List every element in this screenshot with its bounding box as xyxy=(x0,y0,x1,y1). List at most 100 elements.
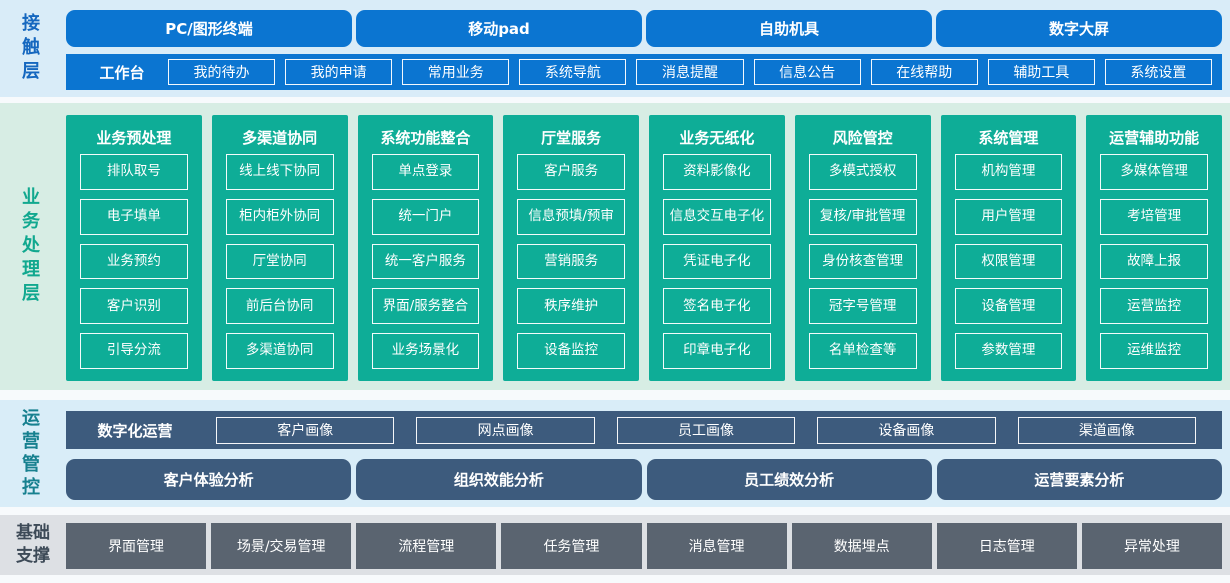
base-item-task-management[interactable]: 任务管理 xyxy=(501,523,642,569)
biz-item[interactable]: 凭证电子化 xyxy=(663,243,771,280)
column-title: 风险管控 xyxy=(832,128,893,147)
digital-ops-label: 数字化运营 xyxy=(97,421,173,440)
biz-item[interactable]: 客户识别 xyxy=(80,288,188,325)
biz-item[interactable]: 前后台协同 xyxy=(225,288,334,325)
biz-item[interactable]: 引导分流 xyxy=(80,333,188,369)
biz-item[interactable]: 排队取号 xyxy=(80,154,188,190)
base-item-process-management[interactable]: 流程管理 xyxy=(356,523,497,569)
analysis-employee-performance[interactable]: 员工绩效分析 xyxy=(646,459,932,500)
column-title: 多渠道协同 xyxy=(242,128,318,147)
column-title: 运营辅助功能 xyxy=(1109,128,1200,147)
biz-item[interactable]: 统一门户 xyxy=(371,198,480,235)
biz-item[interactable]: 设备管理 xyxy=(954,288,1063,325)
column-system-integration: 系统功能整合 单点登录 统一门户 统一客户服务 界面/服务整合 业务场景化 xyxy=(357,115,494,381)
biz-item[interactable]: 考培管理 xyxy=(1100,198,1208,235)
biz-item[interactable]: 单点登录 xyxy=(371,154,480,190)
analysis-customer-experience[interactable]: 客户体验分析 xyxy=(66,459,352,500)
biz-item[interactable]: 营销服务 xyxy=(517,243,625,280)
base-item-data-tracking[interactable]: 数据埋点 xyxy=(791,523,932,569)
terminal-self-service[interactable]: 自助机具 xyxy=(646,10,932,47)
base-item-message-management[interactable]: 消息管理 xyxy=(646,523,787,569)
biz-item[interactable]: 界面/服务整合 xyxy=(371,288,480,325)
workbench-item-aux-tools[interactable]: 辅助工具 xyxy=(987,59,1095,85)
column-ops-auxiliary: 运营辅助功能 多媒体管理 考培管理 故障上报 运营监控 运维监控 xyxy=(1086,115,1222,381)
biz-item[interactable]: 冠字号管理 xyxy=(808,288,917,325)
workbench-item-message-alert[interactable]: 消息提醒 xyxy=(636,59,744,85)
workbench-items: 我的待办 我的申请 常用业务 系统导航 消息提醒 信息公告 在线帮助 辅助工具 … xyxy=(168,59,1212,85)
workbench-bar: 工作台 我的待办 我的申请 常用业务 系统导航 消息提醒 信息公告 在线帮助 辅… xyxy=(66,54,1222,90)
biz-item[interactable]: 信息交互电子化 xyxy=(663,198,771,235)
contact-layer-label: 接触层 xyxy=(19,12,40,85)
biz-item[interactable]: 运营监控 xyxy=(1100,288,1208,325)
column-multichannel-synergy: 多渠道协同 线上线下协同 柜内柜外协同 厅堂协同 前后台协同 多渠道协同 xyxy=(211,115,348,381)
portrait-employee[interactable]: 员工画像 xyxy=(616,416,796,444)
digital-ops-items: 客户画像 网点画像 员工画像 设备画像 渠道画像 xyxy=(216,416,1197,444)
biz-item[interactable]: 多渠道协同 xyxy=(225,333,334,369)
biz-item[interactable]: 厅堂协同 xyxy=(225,243,334,280)
workbench-item-info-notice[interactable]: 信息公告 xyxy=(753,59,861,85)
biz-item[interactable]: 业务预约 xyxy=(80,243,188,280)
biz-item[interactable]: 身份核查管理 xyxy=(808,243,917,280)
ops-layer-label: 运营管控 xyxy=(19,407,40,500)
biz-item[interactable]: 秩序维护 xyxy=(517,288,625,325)
base-layer-label: 基础支撑 xyxy=(16,523,50,566)
ops-layer-band: 运营管控 数字化运营 客户画像 网点画像 员工画像 设备画像 渠道画像 客户体验… xyxy=(0,400,1230,507)
column-title: 业务预处理 xyxy=(96,128,172,147)
biz-item[interactable]: 柜内柜外协同 xyxy=(225,198,334,235)
analysis-row: 客户体验分析 组织效能分析 员工绩效分析 运营要素分析 xyxy=(66,459,1222,500)
base-item-log-management[interactable]: 日志管理 xyxy=(936,523,1077,569)
portrait-branch[interactable]: 网点画像 xyxy=(416,416,595,444)
biz-item[interactable]: 印章电子化 xyxy=(663,333,771,369)
terminal-pc-graphic[interactable]: PC/图形终端 xyxy=(66,10,352,47)
workbench-item-system-nav[interactable]: 系统导航 xyxy=(519,59,627,85)
biz-item[interactable]: 签名电子化 xyxy=(663,288,771,325)
workbench-item-my-apply[interactable]: 我的申请 xyxy=(285,59,393,85)
column-title: 系统管理 xyxy=(978,128,1039,147)
biz-item[interactable]: 客户服务 xyxy=(517,154,625,190)
terminal-digital-screen[interactable]: 数字大屏 xyxy=(936,10,1222,47)
biz-item[interactable]: 多模式授权 xyxy=(808,154,917,190)
biz-item[interactable]: 资料影像化 xyxy=(663,154,771,190)
workbench-item-system-settings[interactable]: 系统设置 xyxy=(1104,59,1212,85)
analysis-org-efficiency[interactable]: 组织效能分析 xyxy=(356,459,642,500)
biz-item[interactable]: 运维监控 xyxy=(1100,333,1208,369)
column-title: 业务无纸化 xyxy=(679,128,755,147)
biz-item[interactable]: 复核/审批管理 xyxy=(808,198,917,235)
base-item-ui-management[interactable]: 界面管理 xyxy=(66,523,207,569)
base-items: 界面管理 场景/交易管理 流程管理 任务管理 消息管理 数据埋点 日志管理 异常… xyxy=(66,523,1222,569)
business-layer-band: 业务处理层 业务预处理 排队取号 电子填单 业务预约 客户识别 引导分流 多渠道… xyxy=(0,103,1230,390)
business-columns: 业务预处理 排队取号 电子填单 业务预约 客户识别 引导分流 多渠道协同 线上线… xyxy=(66,115,1222,381)
portrait-channel[interactable]: 渠道画像 xyxy=(1017,416,1197,444)
column-paperless-business: 业务无纸化 资料影像化 信息交互电子化 凭证电子化 签名电子化 印章电子化 xyxy=(649,115,785,381)
biz-item[interactable]: 名单检查等 xyxy=(808,333,917,369)
biz-item[interactable]: 机构管理 xyxy=(954,154,1063,190)
column-title: 系统功能整合 xyxy=(380,128,471,147)
terminal-mobile-pad[interactable]: 移动pad xyxy=(356,10,642,47)
portrait-device[interactable]: 设备画像 xyxy=(817,416,996,444)
base-item-exception-handling[interactable]: 异常处理 xyxy=(1081,523,1222,569)
workbench-item-my-todo[interactable]: 我的待办 xyxy=(168,59,276,85)
biz-item[interactable]: 业务场景化 xyxy=(371,333,480,369)
biz-item[interactable]: 权限管理 xyxy=(954,243,1063,280)
column-risk-control: 风险管控 多模式授权 复核/审批管理 身份核查管理 冠字号管理 名单检查等 xyxy=(794,115,931,381)
biz-item[interactable]: 用户管理 xyxy=(954,198,1063,235)
portrait-customer[interactable]: 客户画像 xyxy=(216,416,395,444)
biz-item[interactable]: 线上线下协同 xyxy=(225,154,334,190)
workbench-item-online-help[interactable]: 在线帮助 xyxy=(870,59,978,85)
workbench-label: 工作台 xyxy=(99,63,145,82)
workbench-item-common-business[interactable]: 常用业务 xyxy=(402,59,510,85)
biz-item[interactable]: 信息预填/预审 xyxy=(517,198,625,235)
biz-item[interactable]: 故障上报 xyxy=(1100,243,1208,280)
column-title: 厅堂服务 xyxy=(541,128,602,147)
business-layer-label: 业务处理层 xyxy=(19,186,40,307)
biz-item[interactable]: 设备监控 xyxy=(517,333,625,369)
contact-layer-band: 接触层 PC/图形终端 移动pad 自助机具 数字大屏 工作台 我的待办 我的申… xyxy=(0,0,1230,97)
base-item-scene-transaction[interactable]: 场景/交易管理 xyxy=(211,523,352,569)
biz-item[interactable]: 电子填单 xyxy=(80,198,188,235)
analysis-ops-elements[interactable]: 运营要素分析 xyxy=(936,459,1222,500)
biz-item[interactable]: 多媒体管理 xyxy=(1100,154,1208,190)
biz-item[interactable]: 统一客户服务 xyxy=(371,243,480,280)
biz-item[interactable]: 参数管理 xyxy=(954,333,1063,369)
column-lobby-service: 厅堂服务 客户服务 信息预填/预审 营销服务 秩序维护 设备监控 xyxy=(503,115,639,381)
column-system-management: 系统管理 机构管理 用户管理 权限管理 设备管理 参数管理 xyxy=(940,115,1077,381)
